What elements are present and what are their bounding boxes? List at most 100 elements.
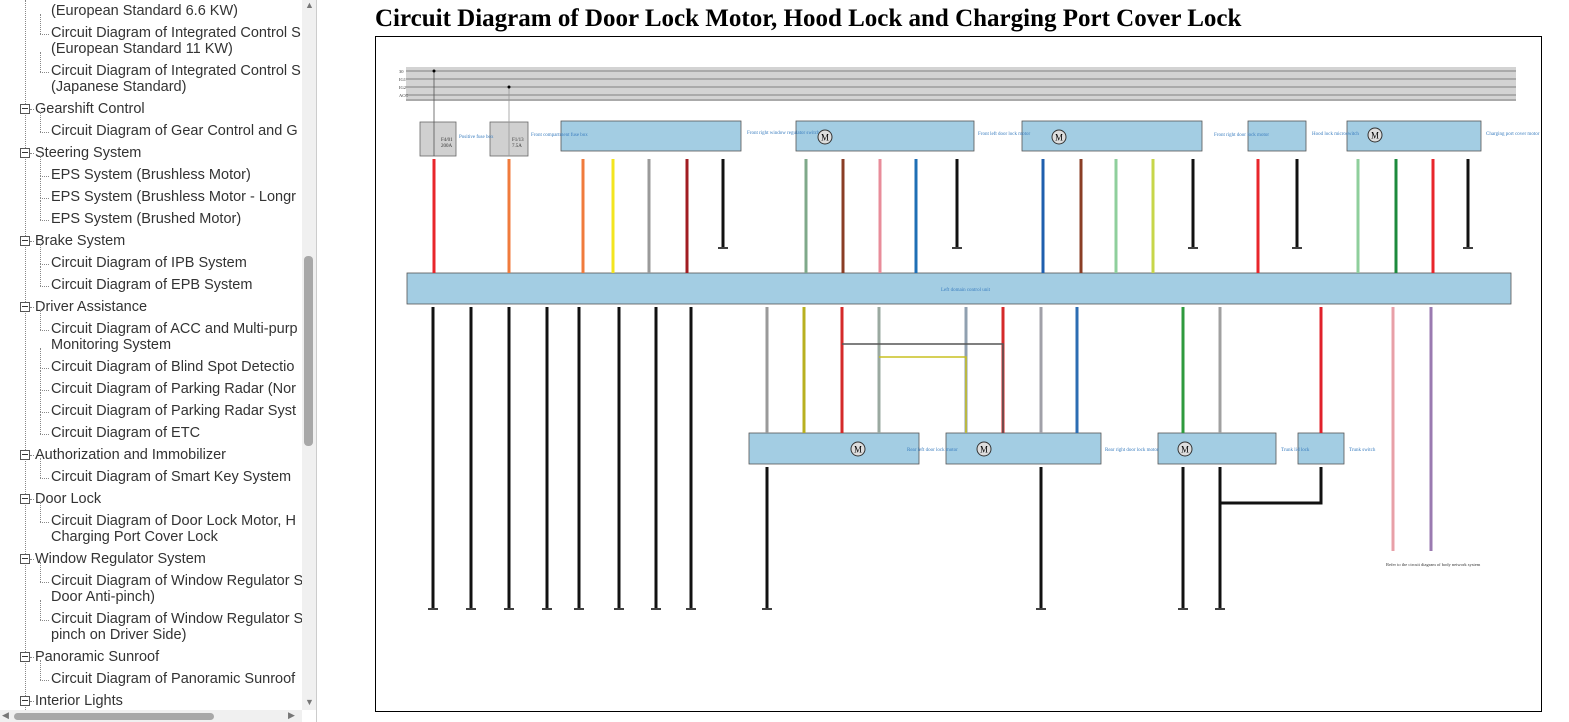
tree-connector [40,200,41,220]
charge-port-motor-label: Charging port cover motor [1486,132,1540,137]
tree-item[interactable]: Circuit Diagram of Parking Radar (Nor [51,381,296,397]
fl-door-motor-label: Front left door lock motor [978,132,1031,137]
tree-connector [40,244,41,264]
scroll-up-arrow-icon[interactable]: ▲ [305,0,314,10]
rr-door-motor-label: Rear right door lock motor [1105,448,1159,453]
rail-ig2-label: IG2 [399,85,406,90]
tree-item[interactable]: Circuit Diagram of Integrated Control S [51,25,301,41]
tree-category[interactable]: Steering System [35,145,142,161]
tree-item[interactable]: Circuit Diagram of Integrated Control S [51,63,301,79]
collapse-toggle-icon[interactable] [20,302,30,312]
tree-connector [30,307,34,308]
vertical-scrollbar[interactable]: ▲ ▼ [302,0,316,710]
module-box [1346,120,1482,152]
rail-30-label: 30 [399,69,404,74]
tree-connector [30,109,34,110]
tree-category[interactable]: Brake System [35,233,126,249]
tree-item: (European Standard 6.6 KW) [51,3,238,19]
motor-icon [1051,129,1067,145]
tree-item[interactable]: Circuit Diagram of Window Regulator S [51,573,302,589]
scroll-down-arrow-icon[interactable]: ▼ [305,697,314,707]
tree-item[interactable]: Circuit Diagram of EPB System [51,277,253,293]
collapse-toggle-icon[interactable] [20,554,30,564]
tree-item[interactable]: Circuit Diagram of Panoramic Sunroof [51,671,296,687]
circuit-diagram: Positive fuse box Front compartment fuse… [375,36,1542,712]
tree-connector [40,198,49,199]
tree-connector [40,582,49,583]
tree-connector [40,132,49,133]
tree-item[interactable]: EPS System (Brushless Motor - Longr [51,189,296,205]
tree-connector [40,502,41,522]
splice-dot [507,85,511,89]
tree-category[interactable]: Panoramic Sunroof [35,649,160,665]
tree-connector [40,286,49,287]
tree-category[interactable]: Interior Lights [35,693,123,709]
tree-connector [30,657,34,658]
tree-category[interactable]: Window Regulator System [35,551,206,567]
tree-item[interactable]: Circuit Diagram of Door Lock Motor, H [51,513,296,529]
scroll-left-arrow-icon[interactable]: ◀ [2,710,9,720]
motor-icon [1177,441,1193,457]
collapse-toggle-icon[interactable] [20,450,30,460]
fuse-2-id: F1/13 [512,138,524,143]
tree-item[interactable]: Circuit Diagram of ACC and Multi-purp [51,321,298,337]
tree-item[interactable]: EPS System (Brushless Motor) [51,167,251,183]
tree-connector [40,310,41,330]
collapse-toggle-icon[interactable] [20,652,30,662]
tree-connector [40,52,41,72]
motor-symbol-text: M [1371,131,1379,141]
module-box [945,432,1102,465]
refer-note-label: Refer to the circuit diagram of body net… [1386,562,1481,567]
tree-item[interactable]: Circuit Diagram of ETC [51,425,201,441]
vertical-scroll-thumb[interactable] [304,256,313,446]
collapse-toggle-icon[interactable] [20,236,30,246]
tree-item[interactable]: Circuit Diagram of Blind Spot Detectio [51,359,295,375]
tree-category[interactable]: Door Lock [35,491,102,507]
tree-item[interactable]: Circuit Diagram of Parking Radar Syst [51,403,296,419]
tree-connector [40,178,41,198]
tree-item[interactable]: Circuit Diagram of Window Regulator S [51,611,302,627]
tree-category[interactable]: Authorization and Immobilizer [35,447,227,463]
tree-guide-line [25,0,26,710]
module-box [748,432,920,465]
hood-switch-label: Hood lock microswitch [1312,132,1359,137]
scroll-right-arrow-icon[interactable]: ▶ [288,710,295,720]
module-box [560,120,742,152]
tree-connector [40,412,49,413]
fr-door-motor-label: Front right door lock motor [1214,133,1269,138]
tree-item: (Japanese Standard) [51,79,187,95]
tree-connector [40,368,49,369]
tree-item[interactable]: Circuit Diagram of Gear Control and G [51,123,298,139]
horizontal-scrollbar[interactable]: ◀ ▶ [0,710,302,722]
tree-connector [40,156,41,176]
tree-connector [40,458,41,478]
tree-connector [40,72,49,73]
horizontal-scroll-thumb[interactable] [14,713,214,720]
tree-item[interactable]: Circuit Diagram of Smart Key System [51,469,292,485]
tree-connector [40,390,49,391]
cross-wire [842,343,1004,433]
front-fuse-box-label: Front compartment fuse box [531,133,588,138]
motor-icon [976,441,992,457]
tree-connector [40,392,41,412]
tree-category[interactable]: Driver Assistance [35,299,148,315]
collapse-toggle-icon[interactable] [20,148,30,158]
tree-connector [30,701,34,702]
rail-ig1-label: IG1 [399,77,406,82]
tree-connector [40,370,41,390]
tree-category[interactable]: Gearshift Control [35,101,145,117]
fuse-box-1 [419,121,457,157]
tree-connector [40,620,49,621]
tree-connector [30,153,34,154]
cross-wire [879,356,967,433]
collapse-toggle-icon[interactable] [20,696,30,706]
tree-item[interactable]: Circuit Diagram of IPB System [51,255,247,271]
collapse-toggle-icon[interactable] [20,494,30,504]
collapse-toggle-icon[interactable] [20,104,30,114]
tree-item[interactable]: EPS System (Brushed Motor) [51,211,242,227]
tree-connector [40,680,49,681]
fuse-1-rating: 200A [441,144,453,149]
tree-connector [30,499,34,500]
rail-acc-label: ACC [399,93,408,98]
